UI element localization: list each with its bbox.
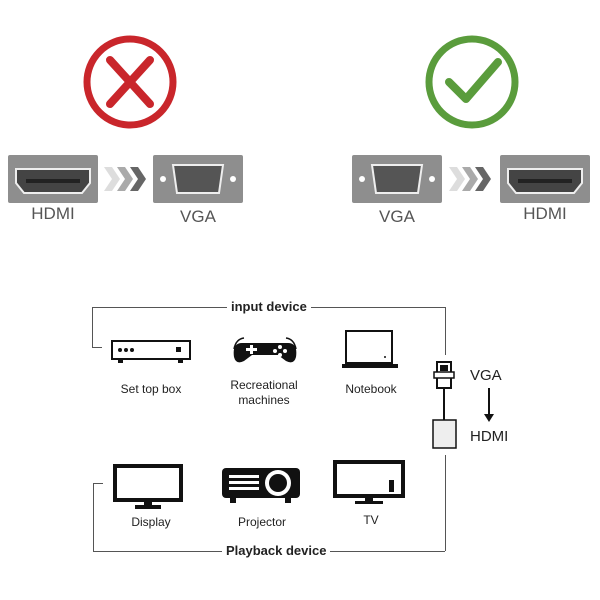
input-label: Notebook bbox=[345, 382, 397, 396]
input-label: Recreational machines bbox=[230, 378, 298, 407]
hdmi-port-icon bbox=[500, 155, 590, 203]
cross-icon bbox=[83, 35, 177, 129]
display-icon bbox=[113, 464, 183, 509]
playback-device-title: Playback device bbox=[222, 543, 331, 558]
check-icon bbox=[425, 35, 519, 129]
hdmi-port-icon bbox=[8, 155, 98, 203]
output-label: Projector bbox=[237, 515, 287, 529]
output-label: Display bbox=[131, 515, 171, 529]
vga-label: VGA bbox=[379, 207, 415, 226]
notebook-icon bbox=[342, 330, 398, 368]
projector-icon bbox=[222, 468, 300, 503]
vga-to-hdmi-adapter-icon bbox=[432, 361, 457, 449]
arrows-icon bbox=[449, 167, 491, 191]
set-top-box-icon bbox=[111, 340, 191, 363]
vga-port-icon bbox=[153, 155, 243, 203]
hdmi-label: HDMI bbox=[31, 204, 75, 223]
adapter-from-label: VGA bbox=[470, 367, 502, 384]
vga-label: VGA bbox=[180, 207, 216, 226]
arrows-icon bbox=[104, 167, 146, 191]
tv-icon bbox=[333, 460, 405, 504]
input-device-title: input device bbox=[227, 299, 311, 314]
arrow-down-icon bbox=[484, 388, 494, 422]
vga-port-icon bbox=[352, 155, 442, 203]
output-label: TV bbox=[363, 513, 379, 527]
adapter-to-label: HDMI bbox=[470, 428, 509, 445]
input-label: Set top box bbox=[120, 382, 182, 396]
hdmi-label: HDMI bbox=[523, 204, 567, 223]
gamepad-icon bbox=[233, 337, 297, 363]
